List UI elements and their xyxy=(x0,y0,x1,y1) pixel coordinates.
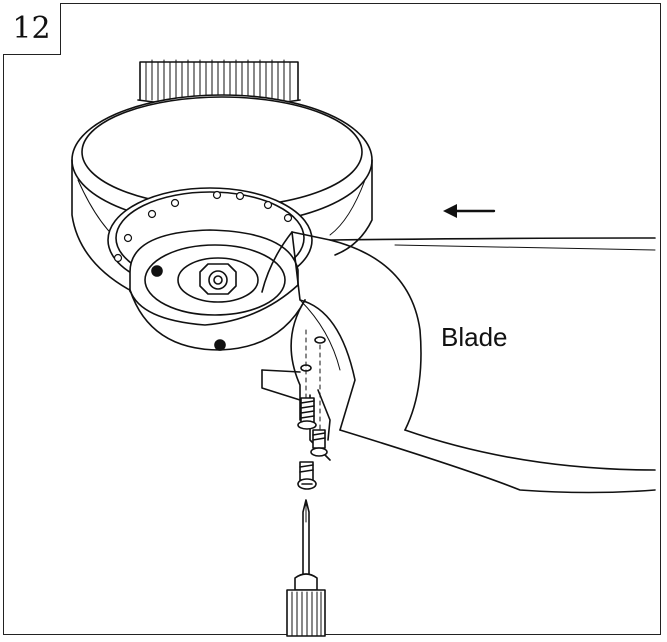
blade-label: Blade xyxy=(441,322,508,352)
screwdriver-icon xyxy=(286,499,326,637)
screw-icon xyxy=(297,397,317,430)
step-number: 12 xyxy=(3,3,61,55)
arrow-left-icon xyxy=(443,204,496,218)
figure-frame xyxy=(3,3,661,635)
center-nut xyxy=(199,263,237,295)
motor-housing xyxy=(71,59,373,421)
alignment-guides xyxy=(305,329,321,431)
screw-icon xyxy=(310,429,328,457)
screw-icon xyxy=(297,461,317,490)
